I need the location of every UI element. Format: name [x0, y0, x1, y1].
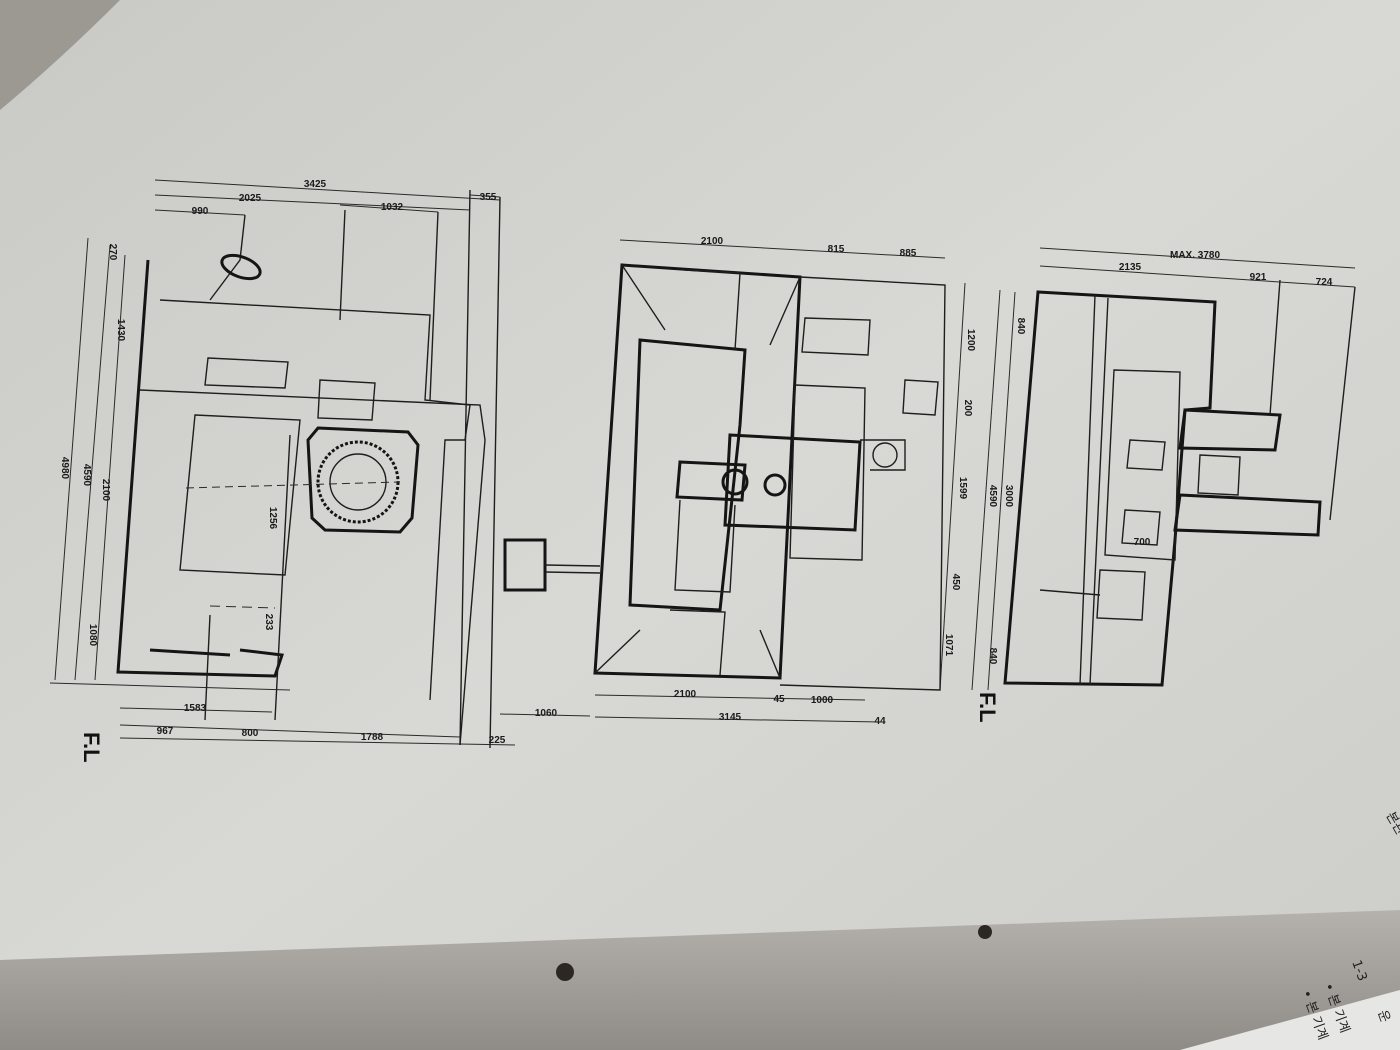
- dim-label: 4980: [59, 457, 70, 480]
- dim-label: 1788: [361, 732, 384, 743]
- page-corner-shadow: [0, 0, 120, 110]
- dim-label: 233: [263, 614, 274, 631]
- dim-label: 270: [107, 244, 118, 261]
- dim-label: 3000: [1003, 485, 1014, 508]
- dim-label: 450: [950, 574, 961, 591]
- dim-label: 1583: [184, 703, 207, 714]
- dim-label: 2100: [100, 479, 111, 502]
- dim-label: 200: [962, 400, 973, 417]
- dim-label: 225: [489, 735, 506, 746]
- dim-label: 4590: [987, 485, 998, 508]
- next-page: [1180, 990, 1400, 1050]
- dim-label: 2025: [239, 193, 262, 204]
- dim-label: 815: [828, 244, 845, 255]
- dim-label: 724: [1316, 277, 1333, 288]
- dim-label: 1060: [535, 708, 558, 719]
- dim-label: 1599: [957, 477, 968, 500]
- dim-label: 840: [1015, 318, 1026, 335]
- front-view: 3425 2025 990 1032 355 4980 4590 270 143…: [49, 179, 516, 763]
- dim-label: 1430: [115, 319, 126, 342]
- heading-fragment: 운: [1374, 1008, 1392, 1024]
- dim-label: 1071: [943, 634, 954, 657]
- dim-label: 1080: [87, 624, 98, 647]
- binding-ring: [978, 925, 992, 939]
- dim-label: 45: [773, 694, 785, 705]
- dim-label: 355: [480, 192, 497, 203]
- plan-view: 2100 815 885 1200 200 1599 450 1071 2100…: [499, 236, 976, 727]
- book-gutter: [0, 910, 1400, 1050]
- dim-label: 3145: [719, 712, 742, 723]
- binding-ring: [556, 963, 574, 981]
- dim-label: 921: [1250, 272, 1267, 283]
- dim-label: 2135: [1119, 262, 1142, 273]
- page-number: 1-3: [1348, 958, 1369, 983]
- dim-label: 840: [987, 648, 998, 665]
- floor-level-label: F.L: [79, 732, 104, 763]
- side-view: MAX. 3780 2135 921 724 840 4590 3000 840…: [971, 247, 1356, 723]
- dim-label: 2100: [674, 689, 697, 700]
- dim-label: 44: [874, 716, 886, 727]
- floor-level-label: F.L: [975, 692, 1000, 723]
- dim-label: 1032: [381, 202, 404, 213]
- dim-label: 4590: [81, 464, 92, 487]
- dim-label: 700: [1134, 537, 1151, 548]
- dim-label: 967: [157, 726, 174, 737]
- dim-label: 1200: [965, 329, 976, 352]
- dim-label: 3425: [304, 179, 327, 190]
- dim-label: 2100: [701, 236, 724, 247]
- dim-label: MAX. 3780: [1170, 250, 1220, 261]
- dim-label: 990: [192, 206, 209, 217]
- dim-label: 885: [900, 248, 917, 259]
- dim-label: 1000: [811, 695, 834, 706]
- dim-label: 1256: [267, 507, 278, 530]
- dim-label: 800: [242, 728, 259, 739]
